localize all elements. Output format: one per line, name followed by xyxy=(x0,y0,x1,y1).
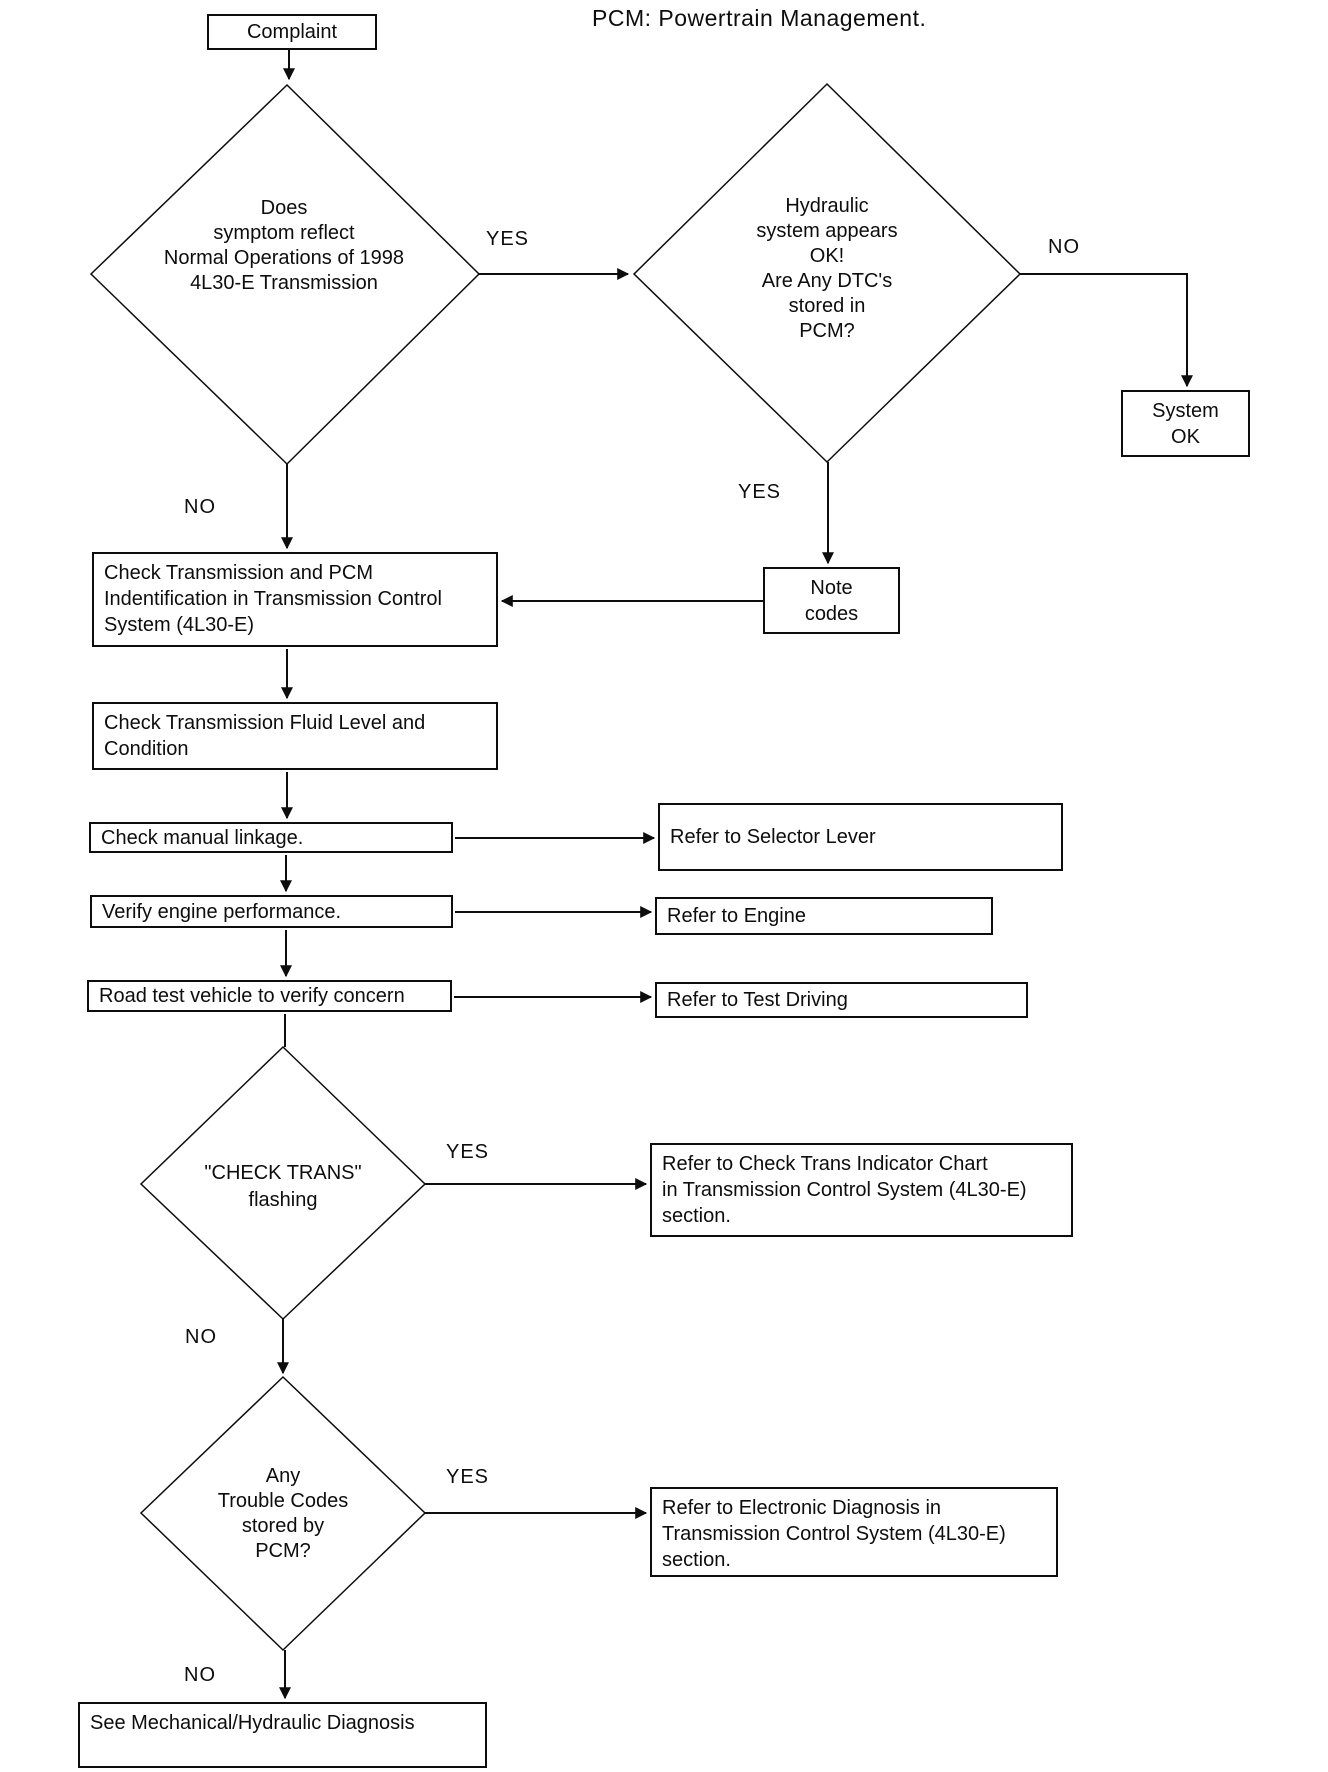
edge-label-no-check-trans: NO xyxy=(185,1326,217,1348)
decision-trouble-codes-shape xyxy=(139,1375,427,1652)
page-title: PCM: Powertrain Management. xyxy=(592,5,927,31)
process-check-fluid-box: Check Transmission Fluid Level and Condi… xyxy=(92,702,498,770)
edge-hydraulic-no-to-system-ok xyxy=(1020,273,1193,388)
decision-hydraulic-shape xyxy=(632,82,1022,464)
start-complaint-box: Complaint xyxy=(207,14,377,50)
edge-label-yes-check-trans: YES xyxy=(446,1141,490,1163)
edge-label-no-trouble-codes: NO xyxy=(184,1664,216,1686)
refer-test-driving-box: Refer to Test Driving xyxy=(655,982,1028,1018)
decision-trouble-codes-label: Any Trouble Codes stored by PCM? xyxy=(217,1465,349,1562)
decision-check-trans-label: "CHECK TRANS" flashing xyxy=(204,1162,362,1211)
process-check-id-box: Check Transmission and PCM Indentificati… xyxy=(92,552,498,647)
edge-label-yes-symptom: YES xyxy=(486,228,530,250)
decision-check-trans-shape xyxy=(139,1045,427,1321)
decision-hydraulic-label: Hydraulic system appears OK! Are Any DTC… xyxy=(756,195,898,342)
process-system-ok-box: System OK xyxy=(1121,390,1250,457)
decision-symptom-shape xyxy=(89,83,481,466)
process-road-test-box: Road test vehicle to verify concern xyxy=(87,980,452,1012)
process-manual-linkage-box: Check manual linkage. xyxy=(89,822,453,853)
process-mech-hydraulic-box: See Mechanical/Hydraulic Diagnosis xyxy=(78,1702,487,1768)
edge-label-no-symptom: NO xyxy=(184,496,216,518)
refer-selector-lever-box: Refer to Selector Lever xyxy=(658,803,1063,871)
edge-label-yes-hydraulic: YES xyxy=(738,481,782,503)
refer-engine-box: Refer to Engine xyxy=(655,897,993,935)
edge-label-yes-trouble-codes: YES xyxy=(446,1466,490,1488)
refer-electronic-diagnosis-box: Refer to Electronic Diagnosis in Transmi… xyxy=(650,1487,1058,1577)
refer-indicator-chart-box: Refer to Check Trans Indicator Chart in … xyxy=(650,1143,1073,1237)
edge-label-no-hydraulic: NO xyxy=(1048,236,1080,258)
process-note-codes-box: Note codes xyxy=(763,567,900,634)
decision-symptom-label: Does symptom reflect Normal Operations o… xyxy=(163,197,405,294)
process-engine-performance-box: Verify engine performance. xyxy=(90,895,453,928)
